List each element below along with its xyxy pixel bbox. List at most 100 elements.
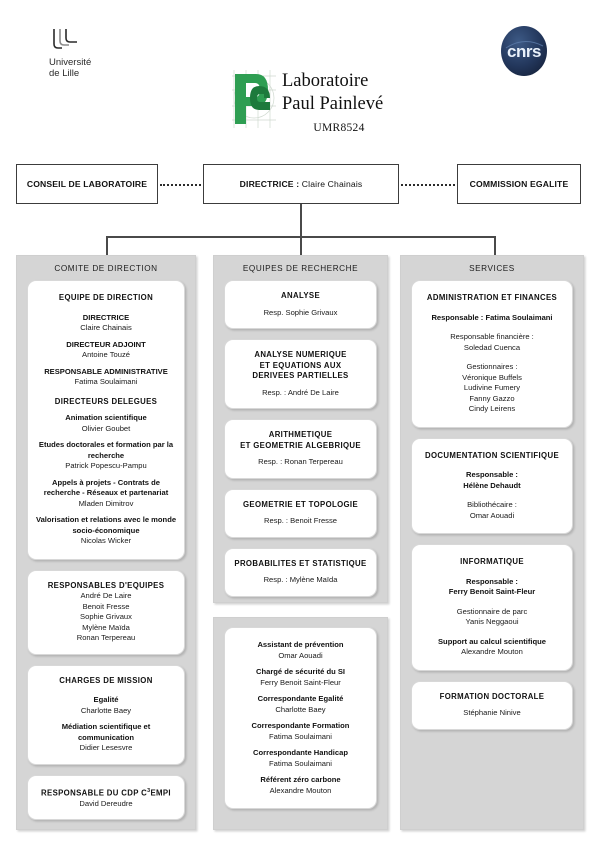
card-responsables-equipes[interactable]: RESPONSABLES D'EQUIPES André De Laire Be…: [27, 569, 185, 655]
role-egalite: Egalité: [93, 695, 119, 704]
card-title: ADMINISTRATION ET FINANCES: [426, 293, 558, 302]
role-assistant-prevention: Assistant de prévention: [257, 640, 344, 649]
card-team-analyse[interactable]: ANALYSE Resp. Sophie Grivaux: [224, 280, 377, 329]
cdp-title-pre: RESPONSABLE DU CDP C: [41, 788, 148, 798]
card-formation-doctorale[interactable]: FORMATION DOCTORALE Stéphanie Ninive: [411, 680, 573, 730]
services-column: SERVICES ADMINISTRATION ET FINANCES Resp…: [400, 255, 584, 830]
card-team-probabilites-statistique[interactable]: PROBABILITES ET STATISTIQUE Resp. : Mylè…: [224, 547, 377, 597]
card-equipe-de-direction[interactable]: EQUIPE DE DIRECTION DIRECTRICE Claire Ch…: [27, 280, 185, 560]
cnrs-mark-icon: cnrs: [501, 26, 547, 76]
lead-label-informatique: Responsable :: [466, 576, 518, 586]
directrice-name: Claire Chainais: [301, 179, 363, 189]
comite-de-direction-column: COMITE DE DIRECTION EQUIPE DE DIRECTION …: [16, 255, 196, 830]
card-informatique[interactable]: INFORMATIQUE Responsable : Ferry Benoit …: [411, 544, 573, 671]
card-administration-finances[interactable]: ADMINISTRATION ET FINANCES Responsable :…: [411, 280, 573, 428]
person-resp-equipe: André De Laire: [80, 591, 132, 600]
person-etudes-doctorales: Patrick Popescu-Pampu: [65, 461, 147, 470]
group-label-gestionnaires: Gestionnaires :: [466, 362, 518, 371]
universite-de-lille-logo: Université de Lille: [47, 28, 125, 78]
group-label-gestionnaire-parc: Gestionnaire de parc: [456, 606, 528, 616]
service-lead: Responsable : Fatima Soulaimani: [431, 312, 553, 322]
team-name: ANALYSE NUMERIQUE: [254, 350, 347, 359]
team-name: ET GEOMETRIE ALGEBRIQUE: [240, 440, 361, 450]
card-title: CHARGES DE MISSION: [59, 675, 153, 685]
team-responsable: Resp. : Ronan Terpereau: [258, 457, 343, 466]
directrice-box[interactable]: DIRECTRICE : Claire Chainais: [203, 164, 399, 204]
lpp-title-line2: Paul Painlevé: [282, 94, 384, 114]
laboratoire-paul-painleve-logo: Laboratoire Paul Painlevé UMR8524: [230, 68, 400, 146]
person-gestionnaire: Cindy Leirens: [468, 404, 516, 413]
group-label-support-calcul: Support au calcul scientifique: [437, 636, 547, 646]
connector-drop-equipes: [300, 236, 302, 255]
person-directeur-adjoint: Antoine Touzé: [82, 350, 130, 359]
person-responsable-financiere: Soledad Cuenca: [463, 342, 521, 352]
person-bibliothecaire: Omar Aouadi: [469, 510, 515, 520]
team-responsable: Resp. Sophie Grivaux: [263, 307, 338, 317]
lead-label-documentation: Responsable :: [466, 470, 518, 479]
person-correspondante-handicap: Fatima Soulaimani: [269, 758, 332, 768]
group-label-bibliothecaire: Bibliothécaire :: [467, 500, 517, 509]
person-mediation-scientifique: Didier Lesesvre: [79, 743, 133, 752]
comite-column-title: COMITE DE DIRECTION: [54, 264, 158, 273]
person-charge-securite-si: Ferry Benoit Saint-Fleur: [260, 677, 341, 687]
card-team-analyse-numerique[interactable]: ANALYSE NUMERIQUE ET EQUATIONS AUX DERIV…: [224, 339, 377, 409]
udl-logo-text: Université de Lille: [49, 57, 125, 79]
card-title: DOCUMENTATION SCIENTIFIQUE: [425, 450, 559, 460]
role-etudes-doctorales: Etudes doctorales et formation par la re…: [38, 440, 174, 460]
role-referent-zero-carbone: Référent zéro carbone: [260, 775, 341, 784]
card-team-arithmetique[interactable]: ARITHMETIQUE ET GEOMETRIE ALGEBRIQUE Res…: [224, 419, 377, 479]
equipes-de-recherche-column: EQUIPES DE RECHERCHE ANALYSE Resp. Sophi…: [213, 255, 388, 603]
cdp-title-sup: 3: [147, 787, 151, 794]
group-label-responsable-financiere: Responsable financière :: [450, 332, 534, 341]
card-team-geometrie-topologie[interactable]: GEOMETRIE ET TOPOLOGIE Resp. : Benoit Fr…: [224, 488, 377, 538]
card-responsable-cdp-c3empi[interactable]: RESPONSABLE DU CDP C3EMPI David Dereudre: [27, 774, 185, 821]
card-documentation-scientifique[interactable]: DOCUMENTATION SCIENTIFIQUE Responsable :…: [411, 437, 573, 534]
person-gestionnaire: Fanny Gazzo: [469, 393, 515, 403]
connector-vertical-main: [300, 204, 302, 237]
svg-text:cnrs: cnrs: [507, 42, 541, 61]
card-title: RESPONSABLE DU CDP C3EMPI: [34, 786, 178, 799]
person-referent-zero-carbone: Alexandre Mouton: [269, 785, 332, 795]
prevention-roles-panel: Assistant de prévention Omar Aouadi Char…: [213, 617, 388, 830]
lead-person-documentation: Hélène Dehaudt: [463, 480, 521, 490]
subheading-directeurs-delegues: DIRECTEURS DELEGUES: [54, 396, 158, 406]
equipes-column-title: EQUIPES DE RECHERCHE: [242, 264, 359, 273]
lead-person-informatique: Ferry Benoit Saint-Fleur: [448, 587, 536, 596]
person-appels-a-projets: Mladen Dimitrov: [78, 498, 134, 508]
person-resp-equipe: Ronan Terpereau: [76, 633, 136, 642]
cnrs-logo: cnrs: [496, 24, 552, 78]
role-correspondante-formation: Correspondante Formation: [251, 721, 350, 730]
team-name: PROBABILITES ET STATISTIQUE: [234, 558, 367, 568]
card-title: INFORMATIQUE: [460, 557, 524, 566]
person-cdp-c3empi: David Dereudre: [79, 798, 133, 808]
card-charges-de-mission[interactable]: CHARGES DE MISSION Egalité Charlotte Bae…: [27, 664, 185, 765]
person-correspondante-egalite: Charlotte Baey: [275, 704, 326, 714]
person-gestionnaire: Ludivine Fumery: [463, 383, 521, 392]
lpp-monogram-icon: [232, 70, 276, 128]
person-animation-scientifique: Olivier Goubet: [81, 423, 131, 433]
lpp-umr-code: UMR8524: [313, 122, 365, 134]
team-responsable: Resp. : André De Laire: [262, 387, 339, 397]
team-name: ARITHMETIQUE: [268, 430, 333, 439]
lpp-title-line1: Laboratoire: [282, 71, 369, 91]
team-name: GEOMETRIE ET TOPOLOGIE: [243, 499, 358, 509]
team-responsable: Resp. : Mylène Maïda: [263, 575, 338, 584]
role-responsable-administrative: RESPONSABLE ADMINISTRATIVE: [44, 366, 168, 376]
team-name: ANALYSE: [281, 291, 320, 300]
person-gestionnaire-parc: Yanis Neggaoui: [465, 617, 519, 626]
udl-line1: Université: [49, 57, 92, 68]
role-valorisation: Valorisation et relations avec le monde …: [35, 515, 177, 535]
udl-mark-icon: [53, 29, 77, 49]
person-resp-equipe: Mylène Maïda: [82, 622, 130, 632]
lpp-title: Laboratoire Paul Painlevé: [282, 70, 383, 116]
card-prevention-roles[interactable]: Assistant de prévention Omar Aouadi Char…: [224, 627, 377, 809]
person-resp-equipe: Benoit Fresse: [82, 601, 130, 611]
role-directrice: DIRECTRICE: [82, 312, 130, 322]
commission-egalite-box[interactable]: COMMISSION EGALITE: [457, 164, 581, 204]
role-correspondante-handicap: Correspondante Handicap: [253, 748, 348, 757]
card-title: EQUIPE DE DIRECTION: [58, 293, 154, 302]
team-responsable: Resp. : Benoit Fresse: [263, 516, 338, 525]
person-assistant-prevention: Omar Aouadi: [278, 650, 323, 660]
role-mediation-scientifique: Médiation scientifique et communication: [61, 722, 151, 742]
conseil-de-laboratoire-box[interactable]: CONSEIL DE LABORATOIRE: [16, 164, 158, 204]
